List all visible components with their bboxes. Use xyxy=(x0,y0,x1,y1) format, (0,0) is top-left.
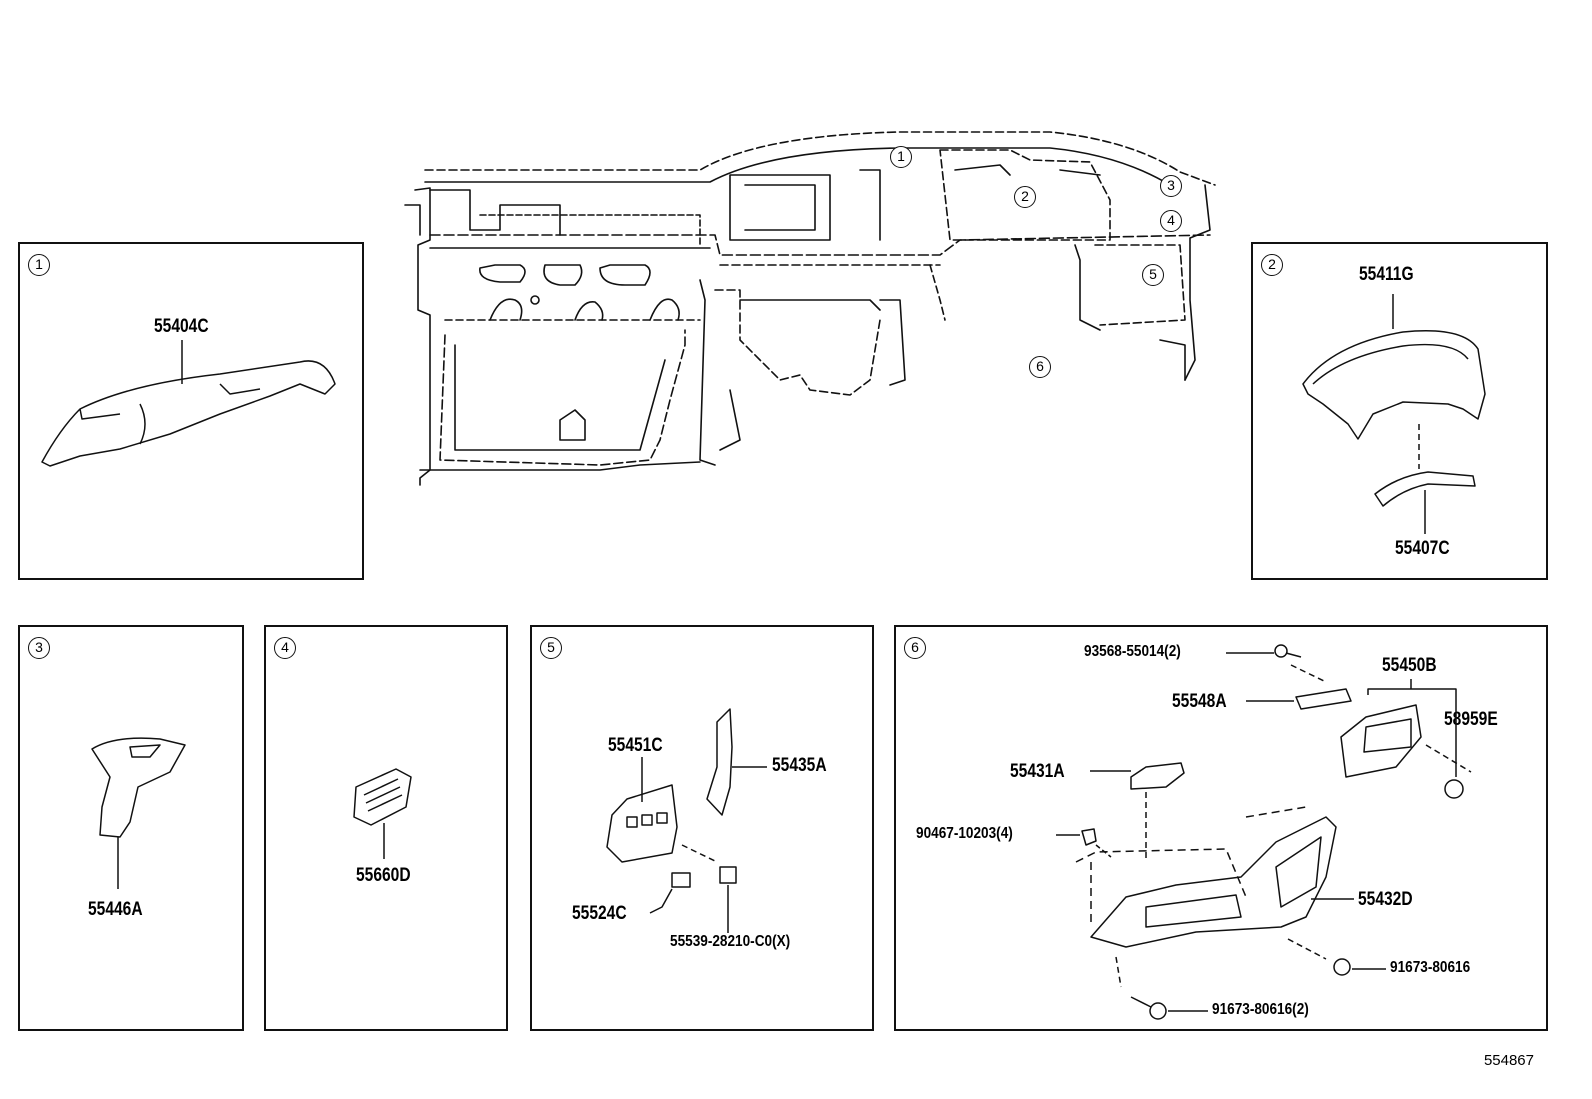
part-90467-10203-label: 90467-10203(4) xyxy=(916,825,1013,842)
part-55450B-label: 55450B xyxy=(1382,655,1437,676)
part-55411G-label: 55411G xyxy=(1359,264,1414,285)
part-55432D-label: 55432D xyxy=(1358,889,1413,910)
panel-2: 2 55411G 55407C xyxy=(1251,242,1548,580)
panel-4-number: 4 xyxy=(274,637,296,659)
callout-1: 1 xyxy=(890,146,912,168)
part-55446A-drawing xyxy=(91,737,186,889)
panel-1-number: 1 xyxy=(28,254,50,276)
part-91673-80616-label: 91673-80616 xyxy=(1390,959,1471,976)
part-55435A-label: 55435A xyxy=(772,755,827,776)
panel-6-drawing xyxy=(1056,644,1472,1020)
part-91673-80616-2-label: 91673-80616(2) xyxy=(1212,1001,1309,1018)
part-55548A-label: 55548A xyxy=(1172,691,1227,712)
callout-4: 4 xyxy=(1160,210,1182,232)
panel-2-number: 2 xyxy=(1261,254,1283,276)
part-93568-55014-label: 93568-55014(2) xyxy=(1084,643,1181,660)
callout-2: 2 xyxy=(1014,186,1036,208)
figure-number: 554867 xyxy=(1483,1052,1534,1069)
part-55660D-label: 55660D xyxy=(356,865,411,886)
part-55446A-label: 55446A xyxy=(88,899,143,920)
part-55404C-drawing xyxy=(41,340,336,467)
panel-3: 3 55446A xyxy=(18,625,244,1031)
panel-1: 1 55404C xyxy=(18,242,364,580)
panel-5-number: 5 xyxy=(540,637,562,659)
panel-5-drawing xyxy=(606,708,767,933)
callout-5: 5 xyxy=(1142,264,1164,286)
panel-6: 6 93568-55014(2) 55450B 55548A 58959E 55… xyxy=(894,625,1548,1031)
part-58959E-label: 58959E xyxy=(1444,709,1498,730)
callout-6: 6 xyxy=(1029,356,1051,378)
callout-3: 3 xyxy=(1160,175,1182,197)
part-55524C-label: 55524C xyxy=(572,903,627,924)
part-55539-28210-C0X-label: 55539-28210-C0(X) xyxy=(670,933,791,950)
panel-4: 4 55660D xyxy=(264,625,508,1031)
panel-5: 5 55451C 55435A 55524C 55539-28210-C0(X) xyxy=(530,625,874,1031)
part-55411G-drawing xyxy=(1302,294,1486,534)
part-55660D-drawing xyxy=(353,768,412,859)
part-55407C-label: 55407C xyxy=(1395,538,1450,559)
part-55404C-label: 55404C xyxy=(154,316,209,337)
part-55451C-label: 55451C xyxy=(608,735,663,756)
panel-3-number: 3 xyxy=(28,637,50,659)
part-55431A-label: 55431A xyxy=(1010,761,1065,782)
panel-6-number: 6 xyxy=(904,637,926,659)
